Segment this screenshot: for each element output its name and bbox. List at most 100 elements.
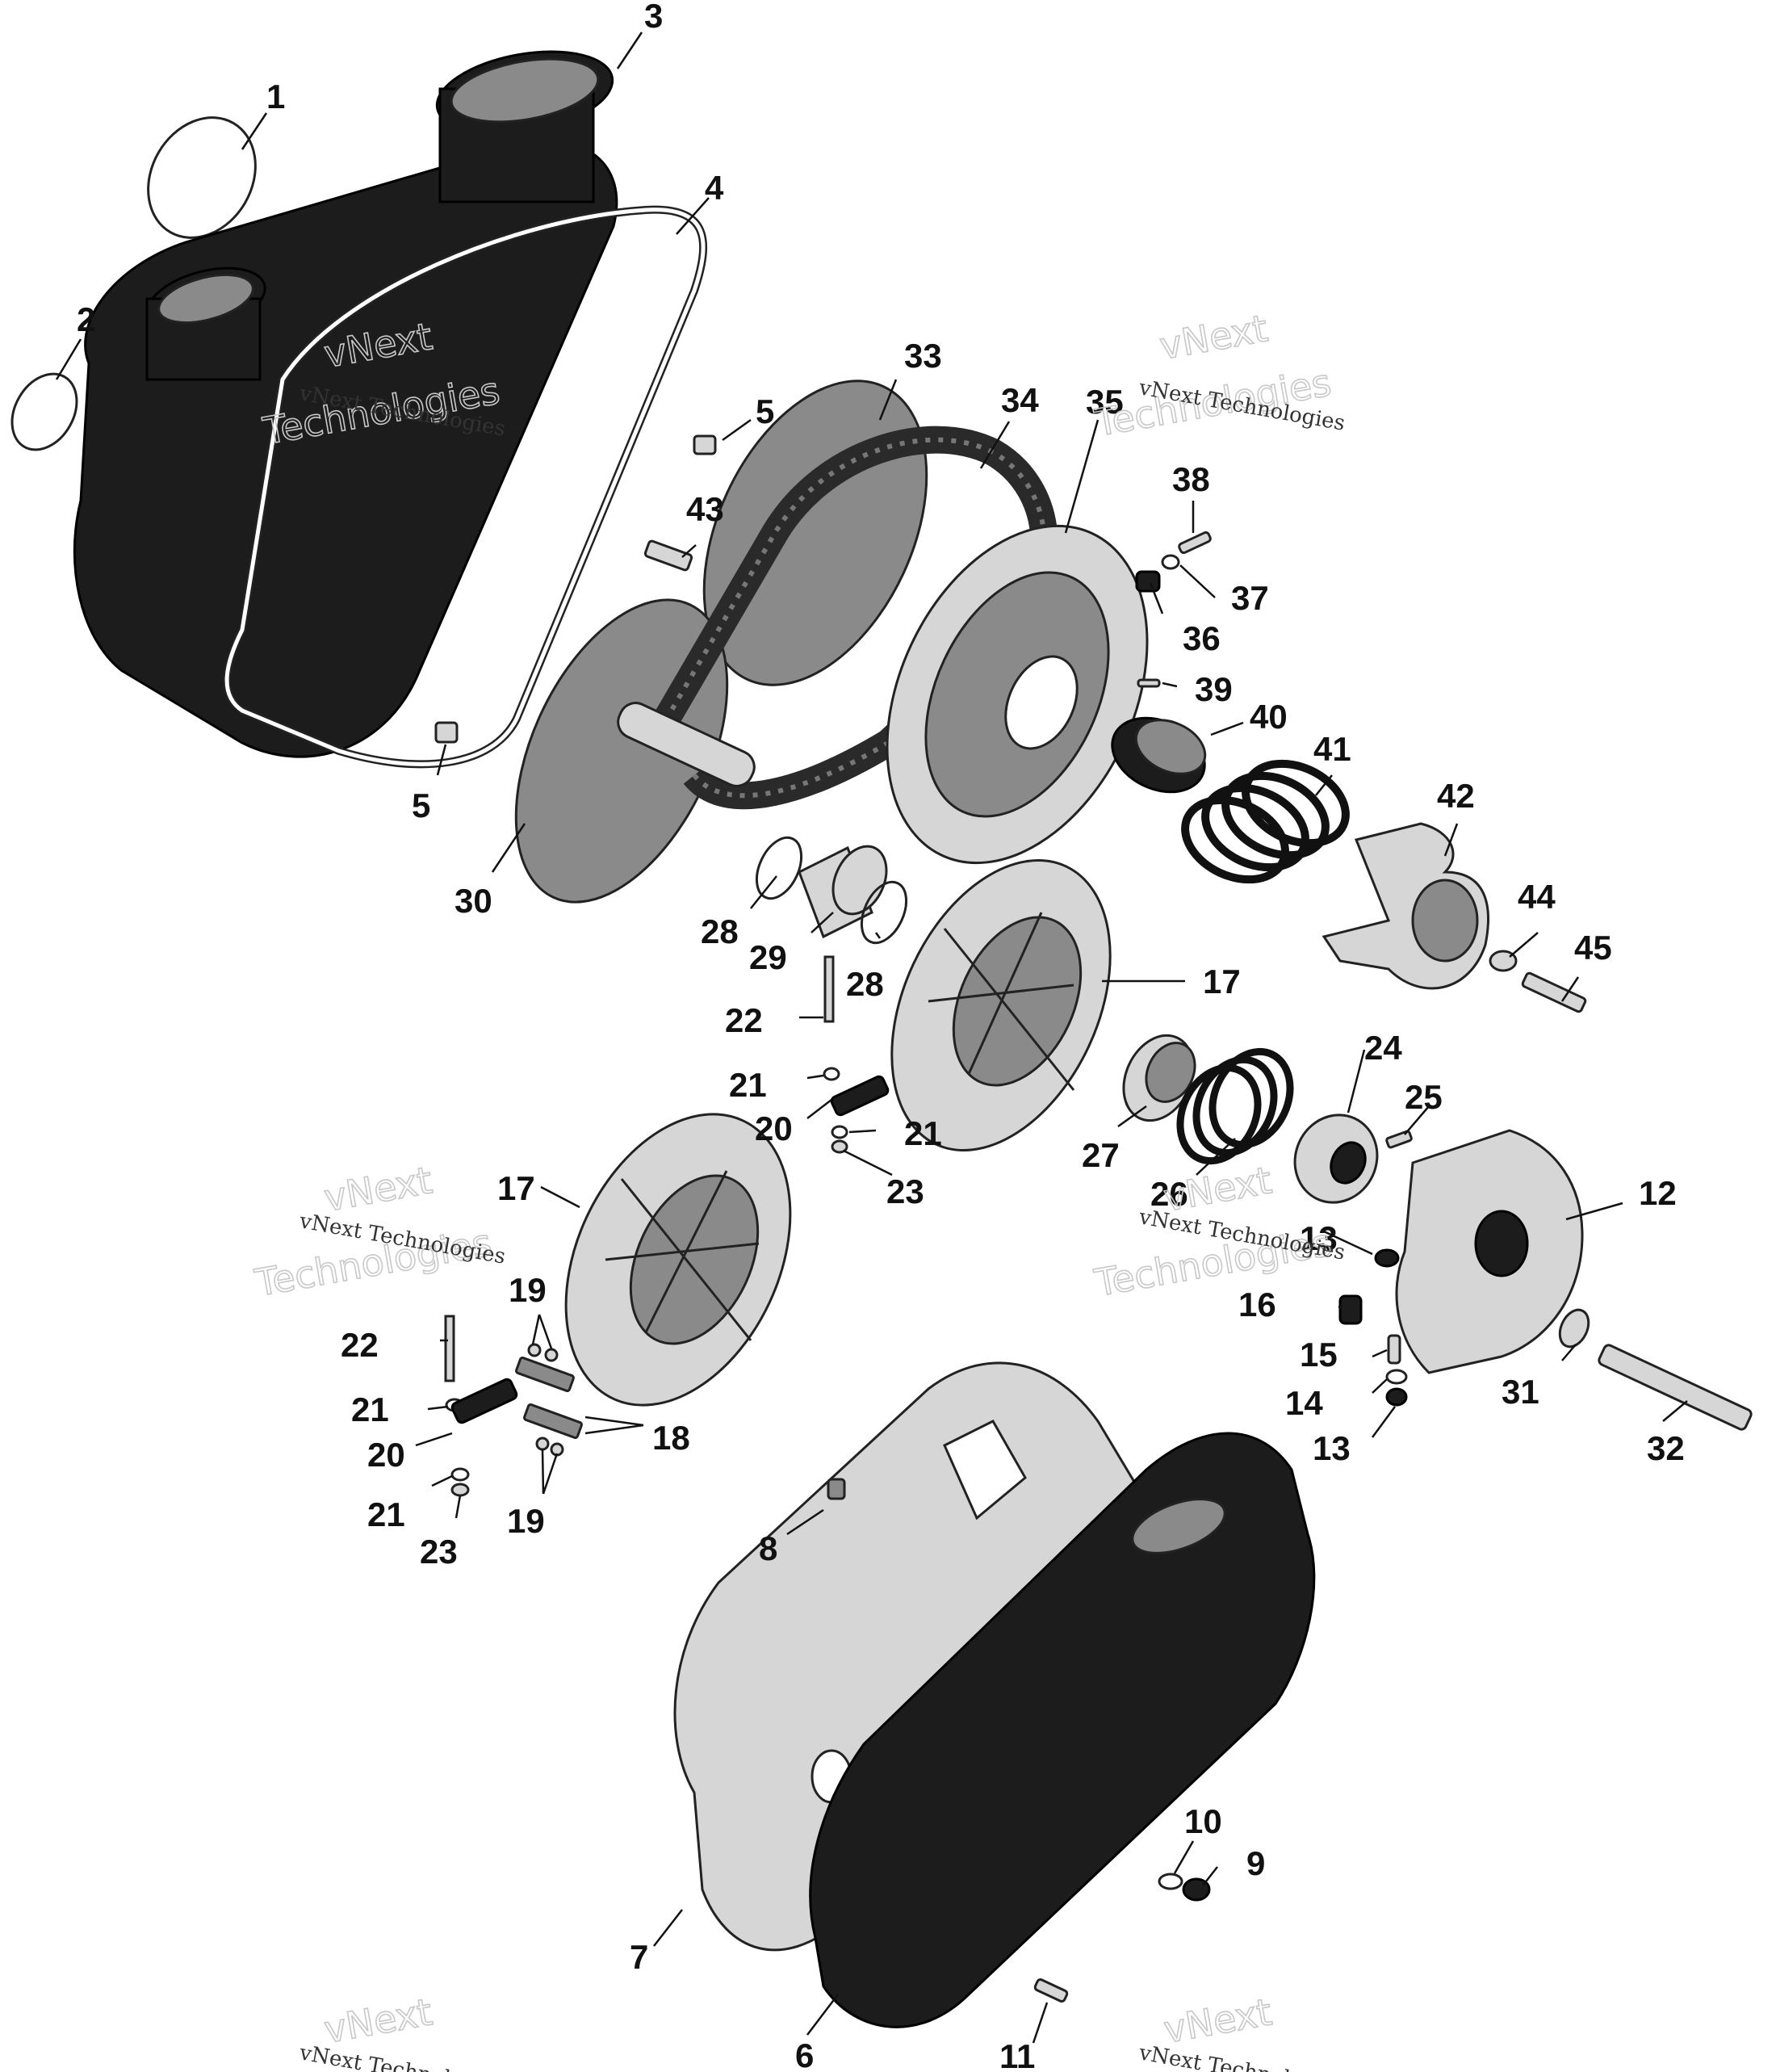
washer-37 — [1161, 554, 1180, 570]
callout-38: 38 — [1172, 460, 1210, 498]
callout-18: 18 — [652, 1419, 690, 1457]
movable-sheave-17b — [564, 1113, 792, 1407]
callout-25: 25 — [1405, 1078, 1443, 1116]
nut-13b — [1385, 1387, 1408, 1407]
screw-19c — [535, 1437, 550, 1451]
callout-19: 19 — [509, 1271, 547, 1309]
spider-12 — [1395, 1129, 1584, 1374]
o-ring-28b — [860, 880, 908, 945]
o-ring-2 — [10, 372, 78, 451]
callout-6: 6 — [795, 2036, 814, 2072]
o-ring-1 — [147, 116, 257, 239]
cover-6-boss — [1131, 1498, 1226, 1554]
callout-3: 3 — [644, 0, 663, 35]
callout-2: 2 — [77, 300, 95, 338]
callout-21: 21 — [351, 1390, 389, 1428]
outer-cover-6 — [809, 1432, 1316, 2028]
watermark-middle-left: vNext Technologies vNext Technologies — [251, 1158, 508, 1306]
callout-28: 28 — [701, 912, 739, 950]
watermark-bottom-right: vNext vNext Technologies — [1137, 1990, 1347, 2072]
watermark-logo-line1: vNext — [321, 1990, 436, 2052]
callout-15: 15 — [1300, 1336, 1338, 1374]
callout-33: 33 — [904, 337, 942, 375]
cam-42-bore — [1411, 879, 1479, 963]
bolt-22a — [823, 955, 835, 1023]
callout-39: 39 — [1195, 670, 1233, 708]
button-13a — [1374, 1248, 1400, 1268]
plate-18a — [515, 1356, 575, 1393]
screw-19a — [527, 1343, 542, 1357]
callout-42: 42 — [1437, 777, 1475, 815]
shield-7-window — [943, 1420, 1027, 1520]
bolt-38 — [1178, 531, 1212, 555]
callout-9: 9 — [1246, 1844, 1265, 1882]
callout-13: 13 — [1313, 1429, 1351, 1467]
callout-44: 44 — [1518, 878, 1556, 916]
callout-1: 1 — [266, 78, 285, 115]
washer-31 — [1558, 1308, 1590, 1348]
callout-21: 21 — [367, 1495, 405, 1533]
bolt-43 — [643, 539, 693, 572]
bolt-22b — [444, 1315, 455, 1382]
callout-36: 36 — [1183, 619, 1221, 657]
callout-labels: 1 2 3 4 5 5 6 7 8 9 10 11 12 13 13 14 15… — [77, 0, 1685, 2072]
watermark-logo-line1: vNext — [1161, 1990, 1275, 2052]
bolt-32 — [1598, 1344, 1753, 1431]
callout-5: 5 — [412, 786, 430, 824]
callout-20: 20 — [367, 1436, 405, 1474]
callout-35: 35 — [1086, 383, 1124, 421]
roller-16 — [1338, 1294, 1363, 1325]
watermark-logo-line1: vNext — [1157, 306, 1271, 368]
leader-lines — [55, 31, 1688, 2044]
callout-30: 30 — [454, 882, 492, 920]
callout-41: 41 — [1313, 730, 1351, 768]
o-ring-28a — [755, 836, 803, 900]
movable-sheave-17a — [890, 858, 1112, 1152]
nut-23b — [450, 1483, 470, 1497]
retainer-24 — [1293, 1114, 1379, 1204]
callout-5: 5 — [756, 392, 774, 430]
watermark-text: vNext Technologies — [1137, 2041, 1347, 2072]
callout-23: 23 — [886, 1172, 924, 1210]
bushing-40 — [1111, 716, 1207, 794]
lever-20b — [450, 1378, 518, 1424]
washer-21a — [823, 1067, 840, 1081]
callout-37: 37 — [1231, 579, 1269, 617]
callout-8: 8 — [759, 1529, 777, 1567]
washer-14 — [1385, 1369, 1408, 1385]
callout-10: 10 — [1184, 1802, 1222, 1840]
callout-24: 24 — [1364, 1029, 1402, 1067]
callout-31: 31 — [1502, 1373, 1539, 1411]
callout-12: 12 — [1639, 1174, 1677, 1212]
callout-11: 11 — [999, 2037, 1035, 2072]
callout-21: 21 — [729, 1066, 767, 1104]
inner-cover-3 — [73, 50, 618, 758]
pin-15 — [1387, 1334, 1401, 1365]
screw-25 — [1385, 1130, 1413, 1149]
pulley-shaft — [617, 702, 756, 787]
callout-45: 45 — [1574, 929, 1612, 967]
callout-7: 7 — [630, 1938, 648, 1976]
callout-29: 29 — [749, 938, 787, 976]
bushing-27 — [1122, 1034, 1196, 1122]
lever-20a — [830, 1075, 890, 1117]
callout-17: 17 — [1203, 963, 1241, 1000]
callout-23: 23 — [420, 1533, 458, 1571]
nut-36 — [1135, 570, 1161, 593]
watermark-text: vNext Technologies — [297, 2041, 508, 2072]
o-ring-10 — [1158, 1873, 1183, 1890]
fastener-8 — [827, 1478, 846, 1500]
callout-21: 21 — [904, 1114, 942, 1152]
callout-43: 43 — [686, 490, 724, 528]
screw-19d — [550, 1442, 564, 1457]
pin-39 — [1137, 678, 1161, 688]
callout-26: 26 — [1150, 1175, 1188, 1213]
inner-shield-7 — [673, 1361, 1159, 1952]
callout-4: 4 — [705, 169, 724, 207]
fixed-sheave-35 — [886, 524, 1149, 865]
washer-21b — [831, 1125, 848, 1139]
callout-27: 27 — [1082, 1136, 1120, 1174]
callout-34: 34 — [1001, 381, 1039, 419]
watermark-logo-line1: vNext — [321, 1158, 436, 1220]
washer-21d — [450, 1467, 470, 1482]
